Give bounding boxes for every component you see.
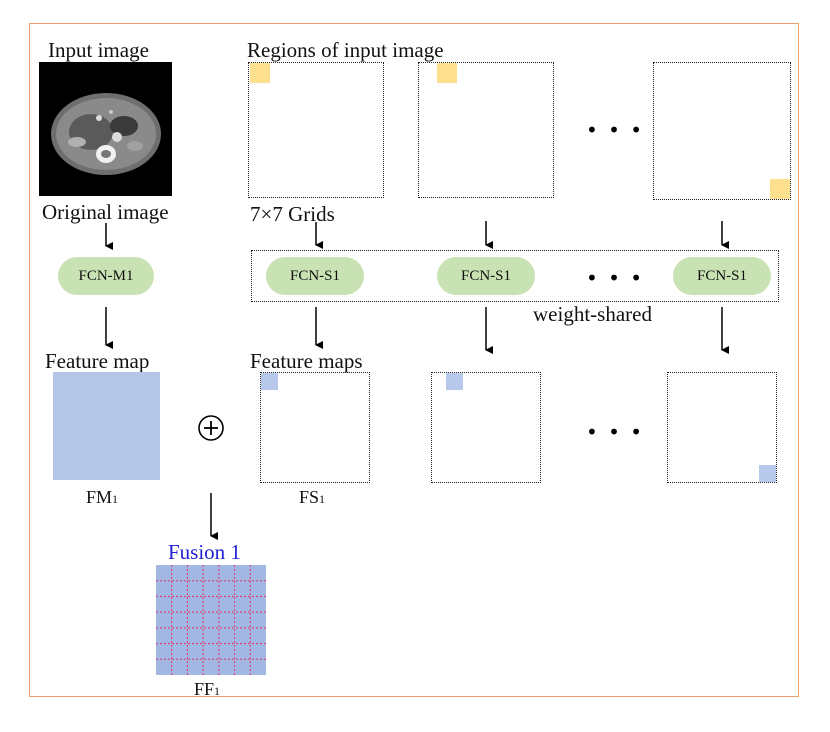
- fcn-s1-node-n: FCN-S1: [673, 257, 771, 295]
- original-image-label: Original image: [42, 200, 169, 224]
- feature-box-2: [431, 372, 541, 483]
- fm1-label: FM1: [86, 487, 119, 507]
- grids-label: 7×7 Grids: [250, 202, 335, 226]
- ct-scan-image: [39, 62, 172, 196]
- feature-marker-n: [759, 465, 776, 482]
- feature-ellipsis: • • •: [586, 420, 645, 444]
- fusion-plus-icon: [197, 414, 225, 442]
- feature-maps-label: Feature maps: [250, 349, 363, 373]
- feature-map-fm1: [53, 372, 160, 480]
- feature-box-1: [260, 372, 370, 483]
- regions-label: Regions of input image: [247, 38, 444, 62]
- diagram-frame: [29, 23, 799, 697]
- feature-map-label: Feature map: [45, 349, 150, 373]
- feature-marker-1: [261, 373, 278, 390]
- region-box-2: [418, 62, 554, 198]
- fcn-s1-node-1: FCN-S1: [266, 257, 364, 295]
- feature-box-n: [667, 372, 777, 483]
- fs1-label: FS1: [299, 487, 326, 507]
- regions-ellipsis: • • •: [586, 118, 645, 142]
- input-image-label: Input image: [48, 38, 149, 62]
- weight-shared-label: weight-shared: [533, 302, 652, 326]
- feature-marker-2: [446, 373, 463, 390]
- fusion-feature-map: [156, 565, 266, 675]
- fcn-s1-node-2: FCN-S1: [437, 257, 535, 295]
- weight-shared-group: [251, 250, 779, 302]
- region-box-1: [248, 62, 384, 198]
- region-marker-1: [250, 63, 270, 83]
- region-marker-n: [770, 179, 790, 199]
- fcn-ellipsis: • • •: [586, 266, 645, 290]
- fcn-m1-node: FCN-M1: [58, 257, 154, 295]
- region-marker-2: [437, 63, 457, 83]
- region-box-n: [653, 62, 791, 200]
- fusion-title: Fusion 1: [168, 540, 241, 564]
- ff1-label: FF1: [194, 679, 221, 699]
